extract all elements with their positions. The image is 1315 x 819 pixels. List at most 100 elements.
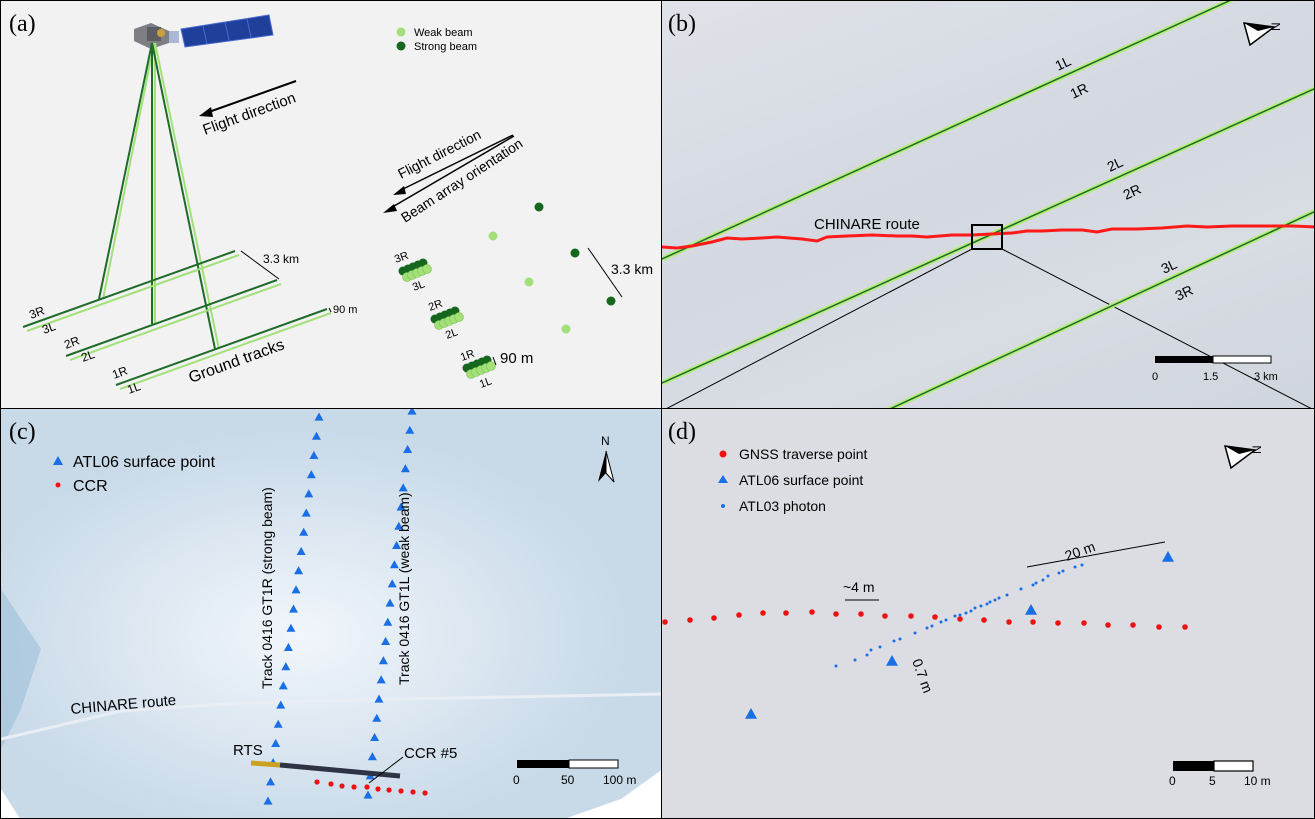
atl06-point-weak [374, 694, 384, 703]
atl03-photon [993, 598, 997, 602]
track-label-2r: 2R [62, 333, 82, 352]
atl03-photon [988, 600, 992, 604]
scale-bar: 0 5 10 m [1169, 760, 1271, 788]
gnss-point [1030, 619, 1036, 625]
atl06-point-strong [263, 796, 273, 805]
ccr-point [339, 783, 345, 789]
array-flight-arrow [383, 134, 515, 213]
track-label-2l: 2L [79, 347, 97, 365]
atl06-point-strong [283, 642, 293, 651]
scale-tick-1: 1.5 [1203, 371, 1218, 383]
flight-direction-arrow [199, 80, 297, 117]
gnss-point [1105, 622, 1111, 628]
gnss-point [1006, 619, 1012, 625]
zoom-connector-right [1001, 248, 1314, 409]
scale-tick-2: 100 m [603, 773, 636, 787]
gnss-point [783, 610, 789, 616]
gnss-traverse-points [662, 609, 1188, 630]
track-spacing-label: 3.3 km [263, 252, 299, 266]
gnss-point [858, 611, 864, 617]
ccr-points [314, 779, 428, 796]
array-track-spacing-label: 3.3 km [611, 261, 653, 277]
ground-tracks [22, 250, 332, 390]
panel-label: (c) [9, 419, 36, 445]
legend-ccr-marker [55, 482, 61, 488]
atl06-point-strong [309, 450, 319, 459]
scale-tick-2: 3 km [1254, 371, 1278, 383]
atl06-point-strong [266, 777, 276, 786]
scale-tick-0: 0 [1169, 774, 1176, 788]
atl06-point-strong [278, 681, 288, 690]
panel-label: (b) [668, 11, 696, 37]
gnss-point [711, 615, 717, 621]
north-arrow-icon: N [598, 434, 615, 483]
legend-ccr-label: CCR [73, 478, 108, 495]
atl03-photon [1061, 569, 1065, 573]
atl06-point-weak [363, 790, 373, 799]
atl06-point-weak [378, 656, 388, 665]
north-label: N [1269, 22, 1283, 31]
gnss-spacing-label: ~4 m [843, 579, 875, 595]
atl03-photon [944, 618, 948, 622]
atl03-photon [878, 645, 882, 649]
rts-label: RTS [233, 742, 263, 759]
legend-strong-marker [396, 41, 406, 51]
gnss-point [833, 611, 839, 617]
scale-tick-1: 50 [561, 773, 575, 787]
ccr-leader-line [368, 756, 404, 784]
atl06-point-weak [403, 444, 413, 453]
atl03-photon [853, 658, 857, 662]
atl06-point-weak [385, 598, 395, 607]
atl03-photon [953, 614, 957, 618]
atl06-point-weak [405, 425, 415, 434]
gnss-point [662, 619, 668, 625]
track-label-2l: 2L [1105, 154, 1126, 175]
atl06-point [1025, 604, 1037, 615]
legend-atl03-marker [721, 504, 725, 508]
atl06-point-weak [394, 521, 404, 530]
atl06-point-strong [296, 546, 306, 555]
atl03-photons [834, 563, 1084, 668]
array-label-2r: 2R [427, 298, 444, 314]
ccr-point [375, 786, 381, 792]
zoom-connector-left [664, 248, 973, 409]
atl03-photon [1005, 593, 1009, 597]
atl06-spacing-bar [1026, 541, 1166, 568]
satellite-icon [134, 14, 274, 49]
legend-gnss-label: GNSS traverse point [739, 446, 867, 462]
atl03-photon [898, 637, 902, 641]
panel-d: (d) GNSS traverse point ATL06 surface po… [661, 408, 1315, 819]
footprint-clusters [398, 258, 496, 379]
track-strong-label: Track 0416 GT1R (strong beam) [259, 487, 275, 689]
atl06-point-weak [372, 713, 382, 722]
atl03-photon [925, 626, 929, 630]
atl06-point-weak [392, 540, 402, 549]
legend-weak-marker [396, 27, 406, 37]
atl03-photon [939, 620, 943, 624]
gnss-point [736, 612, 742, 618]
gnss-point [932, 614, 938, 620]
gnss-point [981, 617, 987, 623]
atl03-photon [1046, 574, 1050, 578]
array-label-1l: 1L [478, 375, 494, 390]
atl06-point-strong [289, 604, 298, 613]
panel-a-diagram: (a) 3R [9, 11, 653, 397]
atl06-point-strong [301, 508, 311, 517]
track-label-3l: 3L [1159, 256, 1180, 277]
track-label-1r: 1R [110, 363, 130, 382]
atl03-photon [979, 604, 983, 608]
ground-tracks-label: Ground tracks [187, 336, 287, 386]
atl06-point-weak [381, 636, 391, 645]
atl06-point-strong [281, 662, 291, 671]
atl03-photon [930, 624, 934, 628]
atl06-point-strong [286, 623, 296, 632]
north-label: N [1250, 445, 1264, 454]
atl06-point-strong [314, 412, 324, 421]
north-arrow-icon: N [1223, 445, 1264, 470]
panel-c-map: (c) ATL06 surface point CCR Track 0416 G… [1, 409, 661, 818]
legend-atl06-label: ATL06 surface point [73, 454, 216, 471]
panel-b-map: (b) CHINARE route 1L 1R 2L 2R 3L 3R N [662, 1, 1314, 409]
legend-atl06-label: ATL06 surface point [739, 472, 863, 488]
atl03-photon [997, 596, 1001, 600]
weak-footprint [422, 264, 432, 274]
